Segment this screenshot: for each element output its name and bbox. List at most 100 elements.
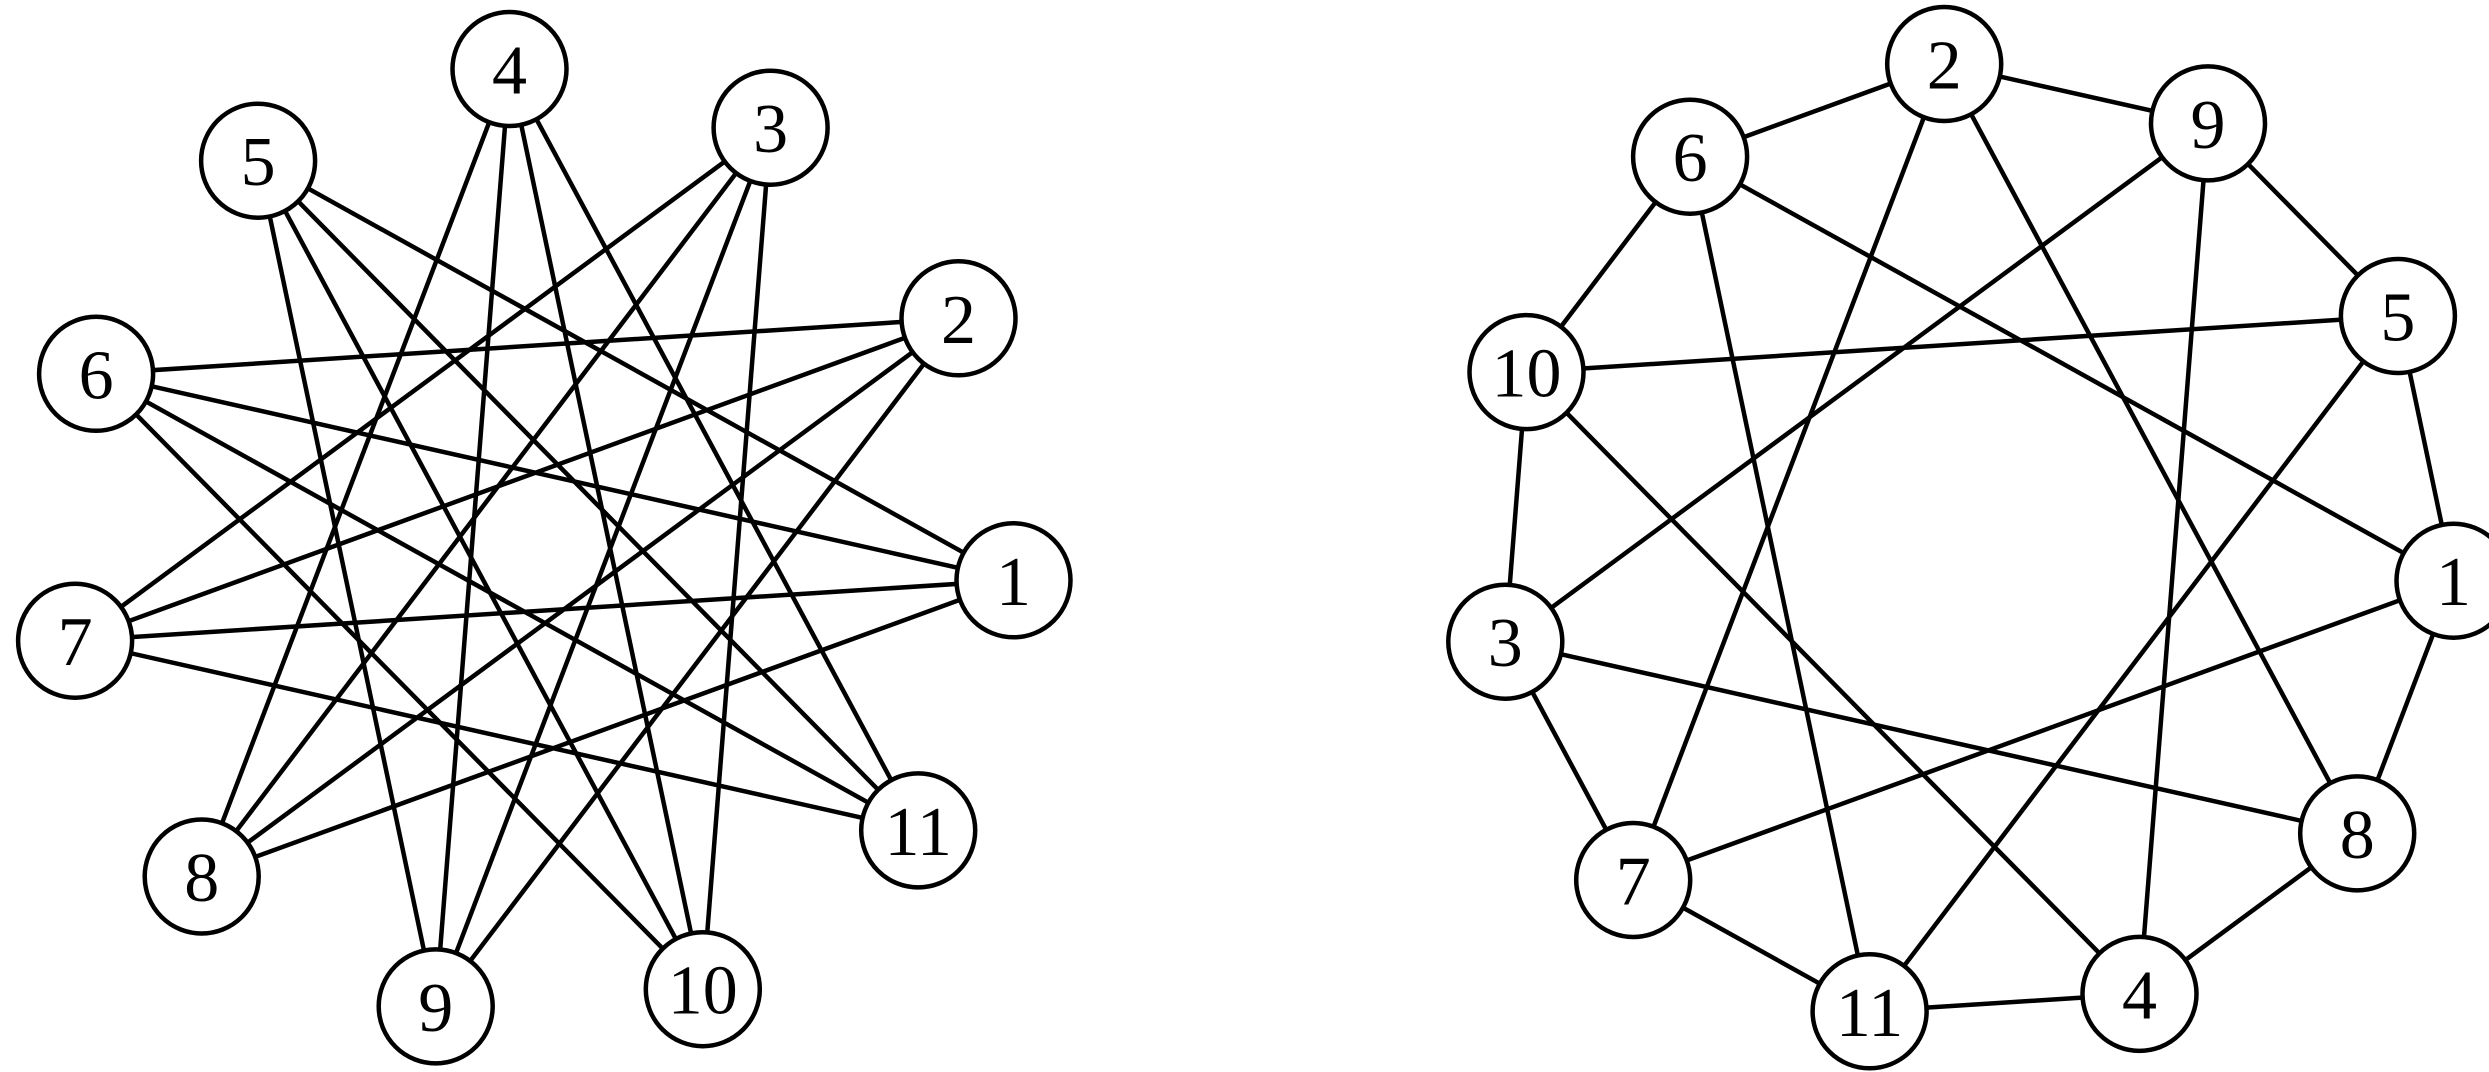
edge-5-10 (1526, 313, 2399, 375)
node-6: 6 (1630, 97, 1750, 216)
node-5: 5 (2338, 256, 2458, 376)
nodes: 1 2 3 4 5 6 7 8 9 10 11 (15, 9, 1073, 1066)
node-circle (198, 101, 318, 220)
edge-3-7 (73, 125, 772, 643)
node-label: 8 (2340, 797, 2375, 874)
edges (73, 67, 1015, 1008)
edge-2-7 (74, 316, 960, 643)
edge-6-10 (94, 372, 705, 991)
node-circle (858, 771, 978, 890)
edge-5-9 (255, 160, 438, 1007)
node-circle (711, 68, 830, 187)
node-label: 4 (2122, 957, 2157, 1034)
node-circle (1467, 312, 1586, 432)
edge-10-4 (1524, 370, 2142, 996)
node-label: 7 (1616, 844, 1651, 921)
edge-5-10 (256, 159, 705, 991)
node-label: 8 (184, 840, 219, 917)
node-11: 11 (858, 771, 978, 890)
node-2: 2 (1884, 4, 2004, 124)
node-circle (954, 521, 1073, 640)
edge-3-8 (1504, 639, 2358, 836)
edge-5-11 (256, 159, 920, 832)
edge-2-8 (200, 316, 960, 879)
node-label: 6 (1673, 120, 1708, 197)
edge-1-6 (95, 371, 1014, 583)
node-circle (142, 817, 261, 936)
node-label: 3 (753, 91, 788, 168)
node-label: 7 (58, 604, 93, 681)
node-circle (899, 259, 1018, 378)
node-label: 4 (492, 33, 527, 110)
edge-3-10 (700, 127, 773, 990)
nodes: 1 5 9 2 6 10 3 7 11 4 8 (1446, 4, 2489, 1071)
node-label: 1 (996, 544, 1031, 621)
edge-4-8 (199, 68, 512, 878)
node-circle (2148, 64, 2268, 183)
node-label: 9 (2191, 87, 2226, 164)
node-label: 11 (884, 794, 951, 871)
node-circle (36, 314, 156, 434)
edge-4-9 (433, 68, 512, 1007)
node-circle (1446, 582, 1565, 701)
node-4: 4 (2080, 934, 2199, 1054)
node-circle (1884, 4, 2004, 124)
node-label: 5 (2380, 280, 2415, 357)
node-8: 8 (2297, 774, 2417, 893)
node-label: 2 (1927, 28, 1962, 105)
edge-2-6 (95, 316, 959, 377)
edge-4-10 (507, 68, 706, 990)
node-label: 1 (2436, 544, 2471, 621)
node-1: 1 (2394, 521, 2489, 640)
edge-2-9 (433, 316, 961, 1008)
node-6: 6 (36, 314, 156, 434)
node-3: 3 (1446, 582, 1565, 701)
node-circle (1630, 97, 1750, 216)
edge-7-11 (74, 638, 919, 833)
edge-1-8 (200, 578, 1015, 879)
node-circle (643, 929, 763, 1049)
edge-2-7 (1631, 63, 1947, 881)
edge-6-11 (1687, 156, 1872, 1012)
edge-1-5 (257, 158, 1015, 583)
edge-1-7 (74, 578, 1014, 643)
edge-9-3 (1503, 121, 2210, 644)
node-9: 9 (2148, 64, 2268, 183)
node-label: 2 (941, 282, 976, 359)
node-circle (376, 947, 495, 1066)
node-label: 10 (668, 953, 738, 1030)
node-label: 11 (1836, 975, 1903, 1052)
node-circle (1810, 952, 1929, 1071)
node-label: 6 (79, 337, 114, 414)
node-label: 9 (418, 970, 453, 1047)
node-circle (450, 9, 569, 129)
node-9: 9 (376, 947, 495, 1066)
node-circle (15, 581, 135, 700)
node-8: 8 (142, 817, 261, 936)
node-label: 10 (1492, 336, 1562, 413)
node-5: 5 (198, 101, 318, 220)
node-10: 10 (643, 929, 763, 1049)
edge-8-2 (1942, 62, 2360, 835)
node-11: 11 (1810, 952, 1929, 1071)
node-circle (2338, 256, 2458, 376)
node-circle (2394, 521, 2489, 640)
edge-7-1 (1632, 578, 2455, 883)
circulant-graph-left: 1 2 3 4 5 6 7 8 9 10 11 (15, 9, 1073, 1066)
node-4: 4 (450, 9, 569, 129)
node-label: 3 (1488, 605, 1523, 682)
node-2: 2 (899, 259, 1018, 378)
edge-4-9 (2137, 123, 2211, 995)
node-7: 7 (1573, 820, 1693, 940)
node-circle (1573, 820, 1693, 940)
node-1: 1 (954, 521, 1073, 640)
node-label: 5 (241, 124, 276, 201)
node-10: 10 (1467, 312, 1586, 432)
edge-3-9 (433, 126, 773, 1008)
node-3: 3 (711, 68, 830, 187)
circulant-graph-right: 1 5 9 2 6 10 3 7 11 4 8 (1446, 4, 2489, 1071)
edge-1-6 (1689, 154, 2455, 583)
edge-11-5 (1867, 314, 2400, 1013)
edge-4-11 (507, 67, 921, 832)
